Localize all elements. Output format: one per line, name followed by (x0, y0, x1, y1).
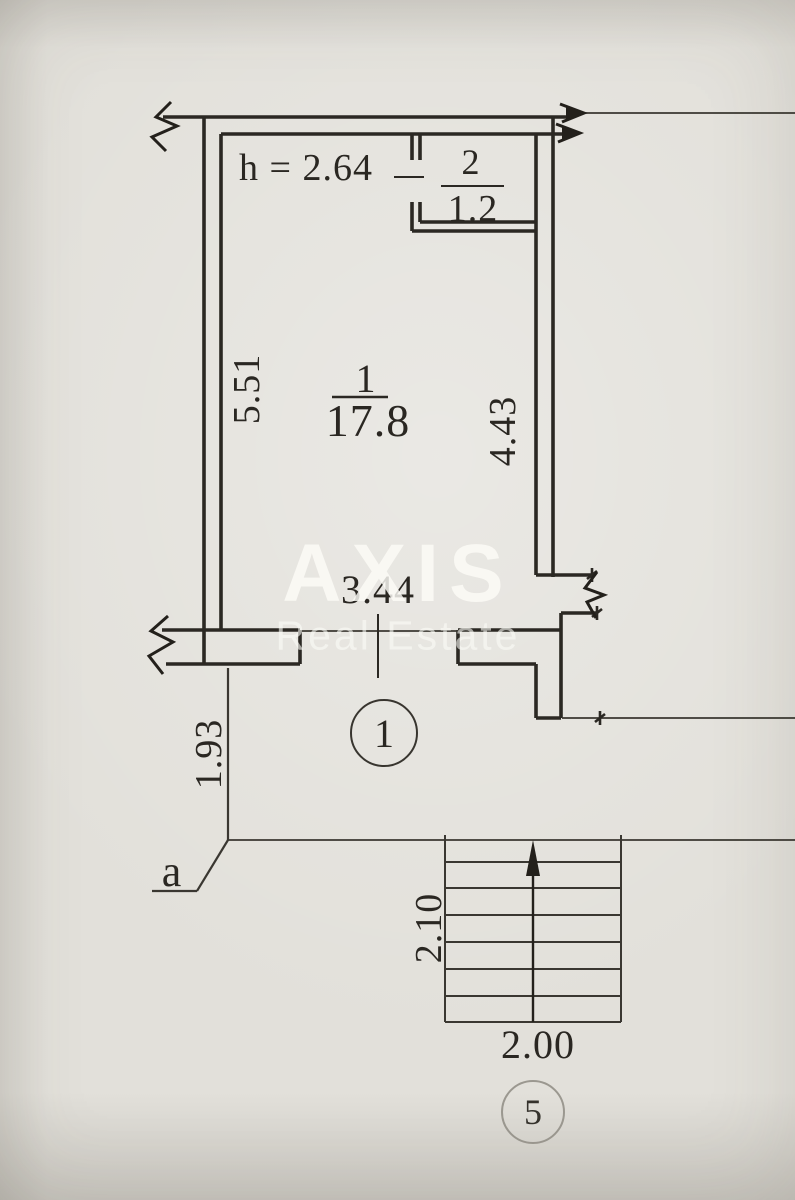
stair-direction-arrow (526, 840, 540, 1022)
boundary-left (152, 668, 230, 893)
dim-lower-left: 1.93 (188, 718, 230, 790)
axis-label-a: a (161, 847, 183, 896)
dim-opening: 3.44 (341, 567, 415, 612)
dim-right-wall: 4.43 (482, 395, 524, 467)
room2-area: 1.2 (447, 188, 499, 230)
ceiling-height-label: h = 2.64 (239, 147, 373, 189)
break-arrowheads (562, 106, 584, 140)
dim-left-wall: 5.51 (226, 353, 268, 425)
stairs-marker-number: 5 (524, 1092, 542, 1132)
dimension-marks (332, 176, 606, 725)
room1-number: 1 (355, 356, 377, 401)
walls (162, 115, 597, 720)
room2-number: 2 (461, 142, 481, 182)
room1-area: 17.8 (325, 395, 411, 446)
dim-stair-width: 2.00 (501, 1022, 575, 1067)
stairs-marker-circle: 5 (501, 1080, 565, 1144)
dim-stair-length: 2.10 (408, 892, 450, 964)
entry-marker-number: 1 (374, 710, 394, 756)
entry-marker-circle: 1 (350, 699, 418, 767)
